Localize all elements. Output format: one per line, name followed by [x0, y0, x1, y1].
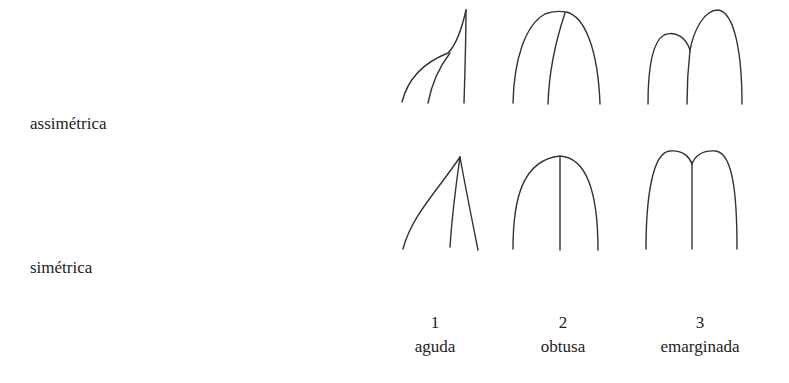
leaf-vein [450, 157, 460, 247]
leaf-vein [559, 157, 560, 250]
leaf-outline [464, 10, 466, 103]
leaf-outline [513, 156, 598, 250]
leaf-vein [428, 53, 450, 103]
column-number: 3 [696, 313, 705, 333]
column-label: obtusa [541, 337, 585, 357]
row-label: assimétrica [30, 114, 106, 134]
leaf-outline [402, 10, 466, 102]
column-label: aguda [415, 337, 456, 357]
leaf-outline [460, 157, 478, 250]
leaf-outline [646, 151, 737, 249]
leaf-vein [548, 13, 565, 104]
leaf-outline [648, 10, 742, 104]
column-number: 2 [559, 313, 568, 333]
leaf-outline [513, 11, 600, 104]
column-label: emarginada [661, 337, 740, 357]
leaf-vein [687, 50, 690, 104]
leaf-outline [403, 157, 460, 249]
leaf-vein [691, 164, 692, 249]
row-label: simétrica [30, 258, 92, 278]
column-number: 1 [431, 313, 440, 333]
